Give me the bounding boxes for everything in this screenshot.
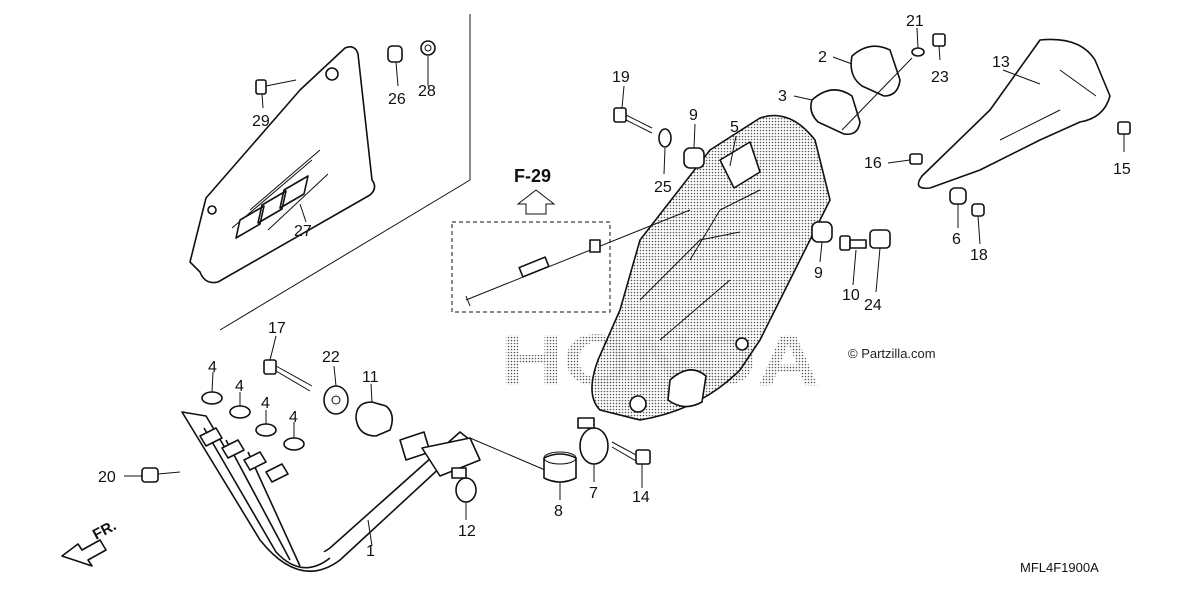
callout-14: 14	[632, 489, 650, 506]
callout-26: 26	[388, 91, 406, 108]
callout-9-right: 9	[814, 265, 823, 282]
part-28-washer[interactable]	[420, 40, 436, 56]
callout-12: 12	[458, 523, 476, 540]
part-4-gasket-2[interactable]	[229, 405, 251, 419]
callout-24: 24	[864, 297, 882, 314]
part-12-collar[interactable]	[451, 467, 477, 503]
callout-19: 19	[612, 69, 630, 86]
callout-29: 29	[252, 113, 270, 130]
callout-21: 21	[906, 13, 924, 30]
callout-4-d: 4	[289, 409, 298, 426]
callout-22: 22	[322, 349, 340, 366]
part-1-exhaust-pipe[interactable]	[181, 411, 481, 573]
callout-4-c: 4	[261, 395, 270, 412]
part-8-gasket-ring[interactable]	[543, 451, 577, 483]
copyright-text: © Partzilla.com	[848, 346, 936, 361]
callout-27: 27	[294, 223, 312, 240]
part-2-cover[interactable]	[850, 45, 901, 97]
part-25-washer[interactable]	[658, 128, 672, 148]
part-5-muffler[interactable]	[591, 114, 831, 421]
part-9-grommet-top[interactable]	[683, 147, 705, 169]
part-26-collar[interactable]	[387, 45, 403, 63]
callout-17: 17	[268, 320, 286, 337]
callout-6: 6	[952, 231, 961, 248]
part-23-bolt[interactable]	[932, 33, 946, 47]
part-13-protector[interactable]	[917, 38, 1111, 190]
callout-1: 1	[366, 543, 375, 560]
part-24-nut[interactable]	[869, 229, 891, 249]
part-4-gasket-4[interactable]	[283, 437, 305, 451]
callout-16: 16	[864, 155, 882, 172]
part-29-bolt[interactable]	[255, 79, 297, 95]
part-18-collar[interactable]	[971, 203, 985, 217]
part-6-grommet[interactable]	[949, 187, 967, 205]
part-10-collar[interactable]	[839, 235, 867, 251]
part-4-gasket-3[interactable]	[255, 423, 277, 437]
callout-23: 23	[931, 69, 949, 86]
callout-13: 13	[992, 54, 1010, 71]
callout-20: 20	[98, 469, 116, 486]
callout-8: 8	[554, 503, 563, 520]
f29-assembly-box	[451, 221, 611, 313]
callout-15: 15	[1113, 161, 1131, 178]
pipe-lead-line	[469, 437, 546, 471]
part-4-gasket-1[interactable]	[201, 391, 223, 405]
part-16-bolt[interactable]	[909, 153, 923, 165]
f29-rod	[465, 209, 691, 307]
part-20-stud-bolt[interactable]	[141, 467, 181, 483]
callout-4-b: 4	[235, 378, 244, 395]
part-3-gasket[interactable]	[810, 89, 861, 136]
callout-25: 25	[654, 179, 672, 196]
callout-labels: 29 26 28 27 19 25 9 5 2 3 21 23 13 15 16…	[98, 13, 1131, 560]
part-19-bolt[interactable]	[613, 107, 653, 134]
callout-5: 5	[730, 119, 739, 136]
part-21-washer[interactable]	[911, 47, 925, 57]
callout-3: 3	[778, 88, 787, 105]
callout-11: 11	[362, 369, 379, 386]
front-label: FR.	[90, 517, 119, 543]
part-22-damper[interactable]	[323, 385, 349, 415]
part-7-band[interactable]	[577, 417, 609, 465]
callout-28: 28	[418, 83, 436, 100]
part-14-bolt[interactable]	[611, 441, 651, 465]
part-15-bolt[interactable]	[1117, 121, 1131, 135]
callout-9-top: 9	[689, 107, 698, 124]
callout-2: 2	[818, 49, 827, 66]
front-arrow-icon	[61, 539, 107, 567]
section-divider-line	[219, 14, 471, 331]
part-9-grommet-right[interactable]	[811, 221, 833, 243]
callout-10: 10	[842, 287, 860, 304]
part-11-rubber-mount[interactable]	[355, 401, 394, 437]
callout-18: 18	[970, 247, 988, 264]
ref-f29-label: F-29	[514, 166, 551, 186]
part-17-bolt[interactable]	[263, 359, 313, 392]
up-arrow-icon	[516, 189, 556, 215]
part-27-heat-shield[interactable]	[189, 46, 376, 284]
callout-4-a: 4	[208, 359, 217, 376]
diagram-code: MFL4F1900A	[1020, 560, 1099, 575]
leader-lines	[124, 27, 1125, 547]
callout-7: 7	[589, 485, 598, 502]
